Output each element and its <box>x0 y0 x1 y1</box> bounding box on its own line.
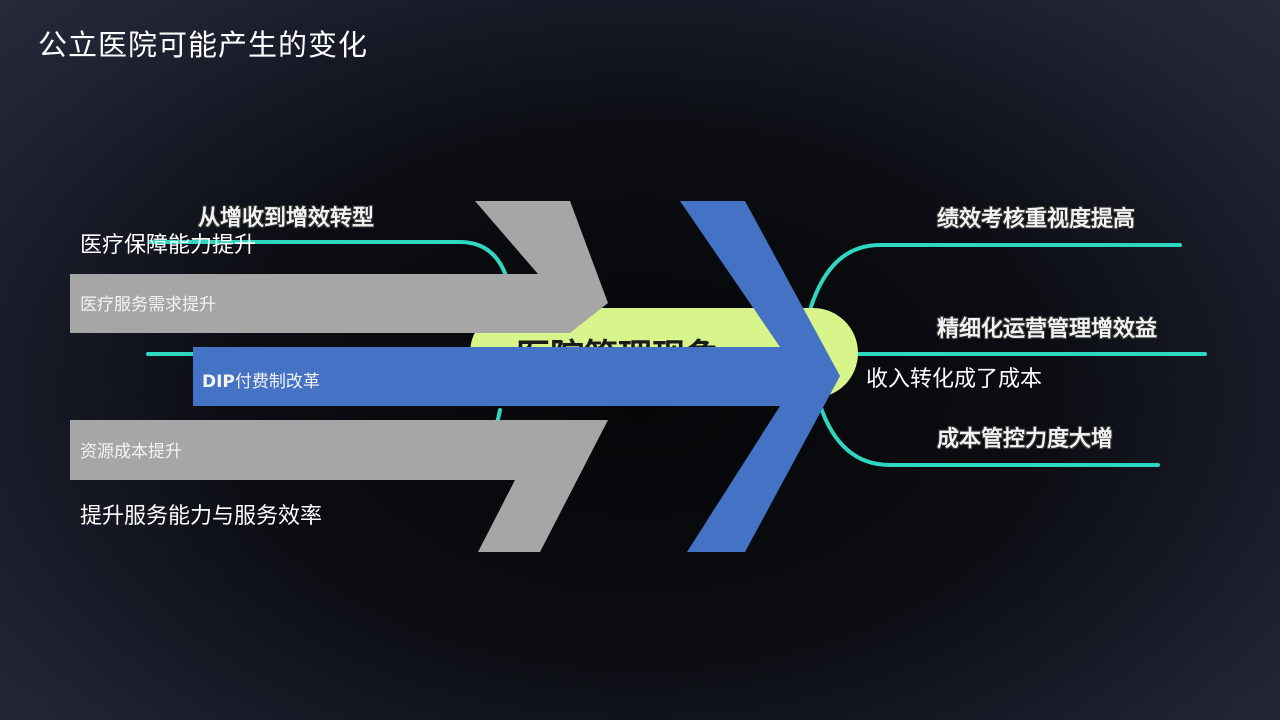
gray-arrow-top <box>70 201 608 333</box>
gray-arrow-top-label: 医疗服务需求提升 <box>80 295 216 315</box>
branch-line-right-top <box>808 243 1182 312</box>
slide-title: 公立医院可能产生的变化 <box>38 28 369 62</box>
branch-label-right-mid: 精细化运营管理增效益 <box>937 317 1158 342</box>
branch-label-left-top: 从增收到增效转型 <box>198 206 375 231</box>
branch-label-right-bottom: 成本管控力度大增 <box>937 427 1114 452</box>
annotation-bottom-left: 提升服务能力与服务效率 <box>80 504 323 529</box>
annotation-top-left: 医疗保障能力提升 <box>80 233 257 258</box>
blue-arrow <box>193 201 840 552</box>
blue-arrow-label-prefix: DIP <box>202 372 235 392</box>
branch-label-right-top: 绩效考核重视度提高 <box>937 207 1136 232</box>
blue-arrow-label-suffix: 付费制改革 <box>234 372 320 392</box>
annotation-right: 收入转化成了成本 <box>866 367 1043 392</box>
branch-line-right-bottom <box>818 403 1160 467</box>
blue-arrow-label: DIP付费制改革 <box>202 367 320 392</box>
gray-arrow-bottom <box>70 420 608 552</box>
gray-arrow-bottom-label: 资源成本提升 <box>80 442 182 462</box>
